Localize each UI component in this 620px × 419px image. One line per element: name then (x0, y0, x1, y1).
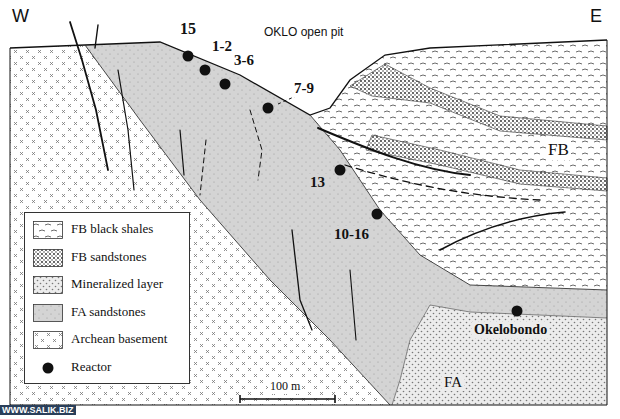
legend-row: FA sandstones (25, 302, 189, 324)
reactor-dot (372, 209, 383, 220)
legend-text: FA sandstones (71, 304, 146, 320)
reactor-dot (335, 165, 346, 176)
legend-swatch-fill (34, 249, 63, 266)
fault-line (70, 22, 108, 170)
reactor-number: 7-9 (292, 80, 316, 97)
legend-text: Mineralized layer (71, 276, 163, 292)
fault-line (200, 140, 206, 195)
fb-sandstone-band (366, 135, 607, 191)
legend-row: Reactor (25, 357, 189, 379)
legend-swatch (33, 276, 63, 294)
fault-line (345, 165, 540, 200)
site-label: Okelobondo (472, 322, 549, 338)
site-label: OKLO open pit (264, 26, 343, 40)
legend-row: FB sandstones (25, 247, 189, 269)
legend-text: Reactor (71, 359, 111, 375)
fault-line (118, 70, 134, 190)
legend-swatch (33, 331, 63, 349)
legend-text: Archean basement (71, 331, 167, 347)
legend-swatch-fill (34, 277, 63, 294)
reactor-dot (183, 51, 194, 62)
scale-bar (240, 395, 335, 403)
fault-line (250, 110, 262, 180)
fault-line (318, 128, 470, 175)
fault-line (440, 212, 565, 250)
legend-text: FB black shales (71, 221, 153, 237)
reactor-number: 15 (180, 20, 196, 38)
unit-label: FA (442, 374, 464, 391)
legend-row: FB black shales (25, 219, 189, 241)
reactor-number: 3-6 (234, 52, 254, 69)
compass-label: W (12, 6, 29, 27)
legend-text: FB sandstones (71, 249, 146, 265)
unit-label: FB (546, 140, 571, 160)
reactor-dot (220, 79, 231, 90)
legend-swatch (33, 221, 63, 239)
fault-line (95, 25, 98, 48)
reactors (183, 51, 523, 317)
legend-swatch (33, 359, 63, 377)
legend-swatch (33, 249, 63, 267)
reactor-dot (263, 103, 274, 114)
legend-swatch-fill (34, 332, 63, 349)
fault-line (292, 230, 312, 330)
reactor-number: 10-16 (332, 226, 371, 243)
legend-row: Archean basement (25, 329, 189, 351)
legend-row: Mineralized layer (25, 274, 189, 296)
reactor-dot (512, 306, 523, 317)
reactor-dot (200, 65, 211, 76)
fa-fb-contact (310, 115, 607, 290)
legend-swatch-fill (34, 222, 63, 239)
scale-label: 100 m (268, 380, 302, 394)
fb-sandstone-band (350, 64, 607, 140)
legend-box: FB black shales FB sandstonesMineralized … (24, 212, 190, 384)
layer-contact (392, 305, 607, 405)
reactor-number: 13 (308, 174, 327, 191)
watermark: WWW.SALIK.BIZ (0, 405, 76, 415)
reactor-symbol (43, 362, 54, 373)
ground-surface (10, 40, 607, 115)
section-frame (10, 40, 607, 405)
compass-label: E (590, 6, 602, 27)
mineralized-layer (392, 305, 607, 405)
fault-line (350, 270, 356, 340)
reactor-number: 1-2 (212, 38, 232, 55)
legend-swatch (33, 304, 63, 322)
legend-swatch-fill (34, 304, 63, 321)
fault-line (180, 130, 184, 175)
